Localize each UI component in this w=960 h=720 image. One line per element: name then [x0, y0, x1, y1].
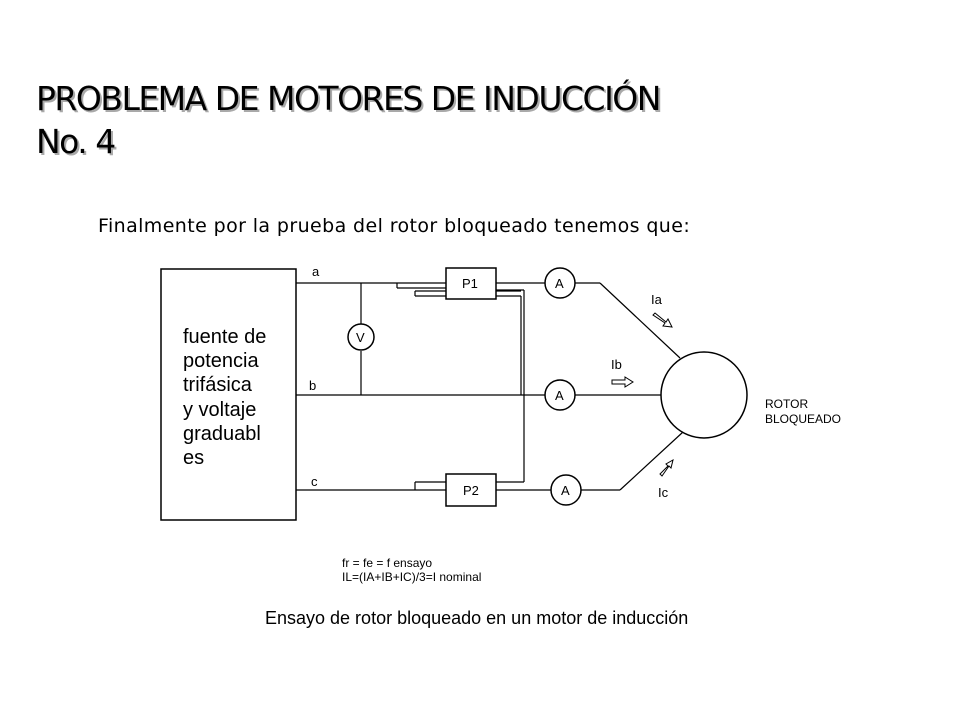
current-b-arrow-icon: [611, 376, 634, 388]
note-frequency: fr = fe = f ensayo: [342, 556, 432, 570]
source-label-line: potencia: [183, 350, 259, 372]
slide-title-line-2: No. 4: [36, 122, 116, 161]
intro-text: Finalmente por la prueba del rotor bloqu…: [98, 215, 691, 237]
current-c-arrow-icon: [659, 458, 674, 477]
wattmeter-p2-box: [445, 473, 497, 507]
ammeter-b-label: A: [555, 388, 564, 403]
source-label: fuente de potencia trifásica y voltaje g…: [183, 326, 272, 469]
line-a-6: [599, 282, 681, 359]
voltmeter-circle: [347, 323, 375, 351]
ammeter-b-circle: [544, 379, 576, 411]
voltmeter-label: V: [356, 330, 365, 345]
current-a-label: Ia: [651, 292, 663, 307]
rotor-label-line-2: BLOQUEADO: [765, 412, 841, 426]
line-c-6: [619, 431, 684, 491]
phase-a-label: a: [312, 264, 320, 279]
wattmeter-p1-label: P1: [462, 276, 478, 291]
rotor-label: ROTOR BLOQUEADO: [765, 397, 841, 426]
wattmeter-p2-label: P2: [463, 483, 479, 498]
slide-title-line-1: PROBLEMA DE MOTORES DE INDUCCIÓN: [36, 79, 661, 118]
note-current: IL=(IA+IB+IC)/3=I nominal: [342, 570, 481, 584]
diagram-caption: Ensayo de rotor bloqueado en un motor de…: [265, 608, 688, 628]
source-label-line: es: [183, 447, 204, 469]
slide-title: PROBLEMA DE MOTORES DE INDUCCIÓN No. 4: [36, 77, 661, 163]
rotor-label-line-1: ROTOR: [765, 397, 808, 411]
current-a-arrow-icon: [652, 312, 673, 328]
current-b-label: Ib: [611, 357, 622, 372]
phase-c-label: c: [311, 474, 318, 489]
phase-b-label: b: [309, 378, 316, 393]
source-label-line: trifásica: [183, 374, 253, 396]
wattmeter-p1-box: [445, 267, 497, 300]
ammeter-c-circle: [550, 474, 582, 506]
current-c-label: Ic: [658, 485, 669, 500]
ammeter-a-circle: [544, 267, 576, 299]
ammeter-c-label: A: [561, 483, 570, 498]
source-label-line: graduabl: [183, 423, 261, 445]
ammeter-a-label: A: [555, 276, 564, 291]
source-label-line: y voltaje: [183, 399, 256, 421]
rotor-circle: [660, 351, 748, 439]
source-label-line: fuente de: [183, 326, 266, 348]
